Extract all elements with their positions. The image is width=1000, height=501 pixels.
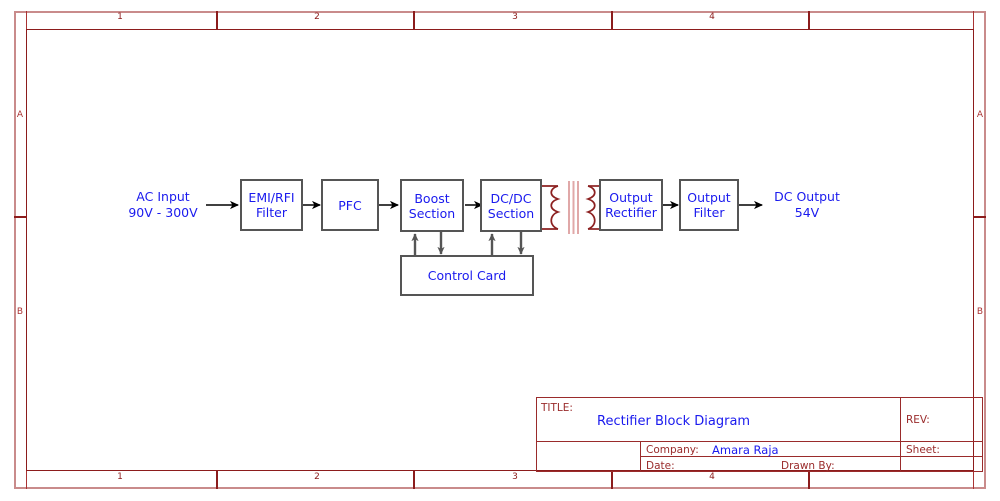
zone-label-row-b: B [16, 307, 24, 317]
zone-tick [216, 471, 218, 489]
company-label: Company: [646, 444, 699, 456]
zone-tick [611, 471, 613, 489]
zone-strip-right: A B [974, 29, 986, 471]
title-block-date-cell [640, 456, 901, 472]
date-label: Date: [646, 460, 675, 472]
zone-tick [808, 471, 810, 489]
zone-label-col-3: 3 [512, 12, 518, 22]
ac-input-label: AC Input 90V - 300V [128, 189, 198, 220]
rev-label: REV: [906, 414, 930, 426]
zone-label-col-2: 2 [314, 12, 320, 22]
block-output-rectifier[interactable]: Output Rectifier [599, 179, 663, 231]
zone-tick [216, 11, 218, 29]
zone-label-row-a: A [976, 110, 984, 120]
zone-label-col-4: 4 [709, 472, 715, 482]
title-block-sheet-cell [900, 441, 983, 457]
zone-tick [974, 216, 986, 218]
block-pfc[interactable]: PFC [321, 179, 379, 231]
block-boost-section[interactable]: Boost Section [400, 179, 464, 232]
zone-tick [14, 216, 26, 218]
zone-tick [808, 11, 810, 29]
sheet-border-outer [14, 11, 986, 489]
zone-label-col-2: 2 [314, 472, 320, 482]
block-dcdc-section[interactable]: DC/DC Section [480, 179, 542, 232]
zone-tick [413, 471, 415, 489]
zone-label-col-1: 1 [117, 12, 123, 22]
zone-tick [413, 11, 415, 29]
company-value[interactable]: Amara Raja [712, 443, 779, 457]
title-label: TITLE: [541, 402, 573, 414]
zone-label-col-4: 4 [709, 12, 715, 22]
zone-tick [611, 11, 613, 29]
zone-label-col-1: 1 [117, 472, 123, 482]
block-emi-rfi-filter[interactable]: EMI/RFI Filter [240, 179, 303, 231]
block-control-card[interactable]: Control Card [400, 255, 534, 296]
zone-label-col-3: 3 [512, 472, 518, 482]
zone-strip-top [26, 11, 974, 29]
title-block-blank-cell [536, 441, 641, 472]
zone-strip-left: A B [14, 29, 26, 471]
block-output-filter[interactable]: Output Filter [679, 179, 739, 231]
sheet-label: Sheet: [906, 444, 940, 456]
title-value[interactable]: Rectifier Block Diagram [597, 414, 751, 429]
zone-label-row-a: A [16, 110, 24, 120]
dc-output-label: DC Output 54V [774, 189, 840, 220]
zone-label-row-b: B [976, 307, 984, 317]
zone-strip-bottom [26, 471, 974, 489]
drawn-by-label: Drawn By: [781, 460, 835, 472]
sheet-border-inner [26, 29, 974, 471]
